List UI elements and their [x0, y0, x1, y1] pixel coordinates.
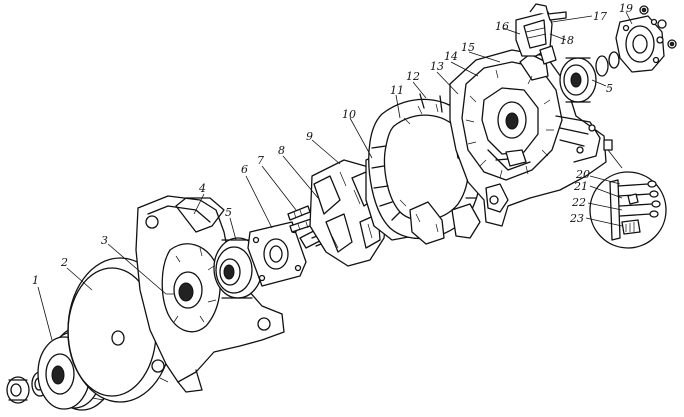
callout-21: 21 [573, 180, 588, 193]
callout-22: 22 [571, 196, 586, 209]
front-cover [135, 195, 285, 393]
callout-15: 15 [461, 41, 475, 54]
callout-6: 6 [241, 163, 248, 176]
callout-1: 1 [32, 274, 39, 287]
callout-18: 18 [560, 34, 574, 47]
callout-labels: 1 2 3 4 5 6 7 8 9 10 11 12 13 14 15 16 1… [32, 2, 633, 287]
rear-bearing [559, 57, 597, 103]
callout-20: 20 [575, 168, 590, 181]
callout-10: 10 [342, 108, 356, 121]
screws-and-washers [639, 5, 677, 49]
callout-13: 13 [430, 60, 444, 73]
callout-16: 16 [495, 20, 509, 33]
seal-rings [595, 51, 620, 77]
callout-5-front: 5 [225, 206, 232, 219]
callout-12: 12 [406, 70, 420, 83]
callout-14: 14 [444, 50, 458, 63]
leader-lines [37, 11, 633, 341]
rear-bearing-cap [615, 15, 665, 73]
callout-5-rear: 5 [606, 82, 613, 95]
nut [6, 376, 30, 404]
rectifier-detail-inset [589, 149, 667, 249]
bearing-cover-plate [247, 221, 307, 287]
callout-23: 23 [569, 212, 584, 225]
callout-3: 3 [101, 234, 108, 247]
callout-9: 9 [306, 130, 313, 143]
callout-8: 8 [278, 144, 285, 157]
callout-11: 11 [390, 84, 404, 97]
callout-19: 19 [619, 2, 633, 15]
callout-4: 4 [198, 182, 206, 195]
brush-holder [515, 3, 567, 65]
callout-17: 17 [593, 10, 607, 23]
callout-2: 2 [60, 256, 68, 269]
callout-7: 7 [257, 154, 264, 167]
